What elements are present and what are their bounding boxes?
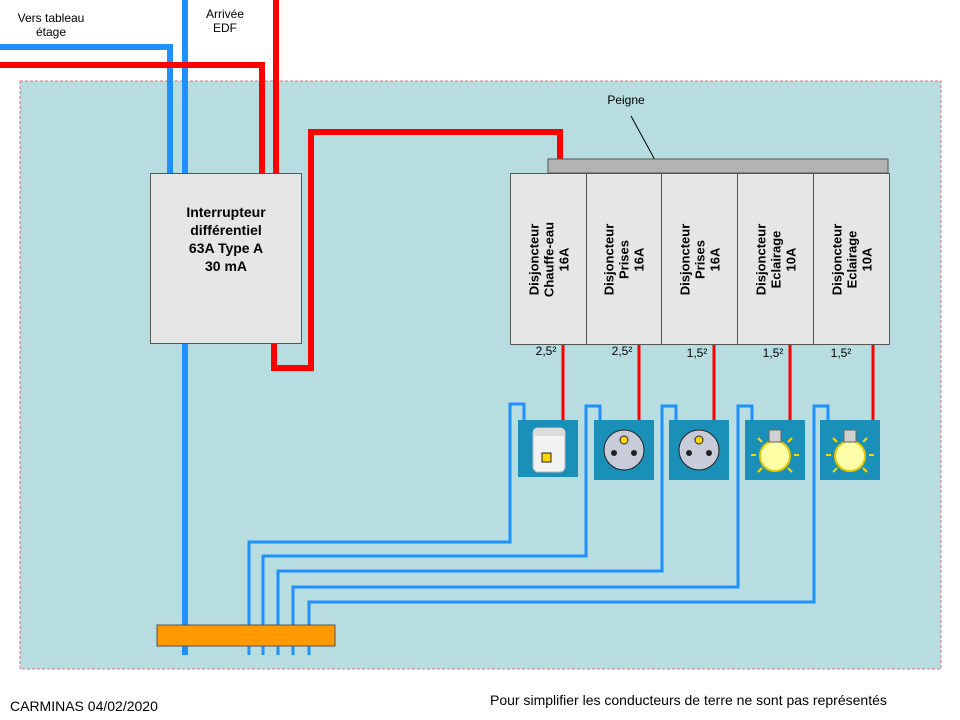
light-bulb-icon [820,420,880,480]
neutral-device-5 [307,404,830,655]
cable-section-label: 1,5² [686,346,708,360]
label-arrivee-edf: Arrivée EDF [205,7,244,35]
cable-section-label: 1,5² [830,346,852,360]
interrupteur-differentiel: Interrupteur différentiel 63A Type A 30 … [150,173,302,344]
neutral-device-3 [276,404,678,655]
device-phase-wires [561,343,875,420]
cable-section-label: 2,5² [611,344,633,358]
neutral-device-1 [247,402,526,655]
author-date: CARMINAS 04/02/2020 [10,698,158,714]
breaker-eclairage-2: Disjoncteur Eclairage 10A [813,173,890,345]
phase-wires [0,0,563,371]
light-bulb-icon [745,420,805,480]
breaker-label: Disjoncteur Eclairage 10A [829,223,874,295]
device-neutral-wires [247,402,830,655]
footnote: Pour simplifier les conducteurs de terre… [490,692,887,708]
cable-section-label: 2,5² [535,344,557,358]
phase-to-peigne [271,129,563,371]
peigne-leader-line [630,115,656,161]
neutral-wires [0,0,188,655]
breaker-label: Disjoncteur Prises 16A [677,223,722,295]
socket-icon [669,420,729,480]
peigne-bar [547,158,889,174]
neutral-device-2 [261,404,602,655]
breaker-label: Disjoncteur Prises 16A [601,223,647,295]
neutral-terminal-bar [156,624,336,647]
cable-section-label: 1,5² [762,346,784,360]
water-heater-icon [518,420,578,477]
phase-to-floor-panel [0,62,265,174]
label-peigne: Peigne [607,93,645,107]
interrupteur-label: Interrupteur différentiel 63A Type A 30 … [186,203,266,274]
socket-icon [594,420,654,480]
label-vers-tableau: Vers tableau étage [17,11,85,39]
breaker-label: Disjoncteur Eclairage 10A [753,223,798,295]
neutral-device-4 [291,404,754,655]
breaker-prises-2: Disjoncteur Prises 16A [661,173,738,345]
breaker-label: Disjoncteur Chauffe-eau 16A [526,221,571,297]
breaker-eclairage-1: Disjoncteur Eclairage 10A [737,173,814,345]
neutral-to-floor-panel [0,44,173,174]
breaker-chauffe-eau: Disjoncteur Chauffe-eau 16A [510,173,587,345]
breaker-prises-1: Disjoncteur Prises 16A [586,173,662,345]
